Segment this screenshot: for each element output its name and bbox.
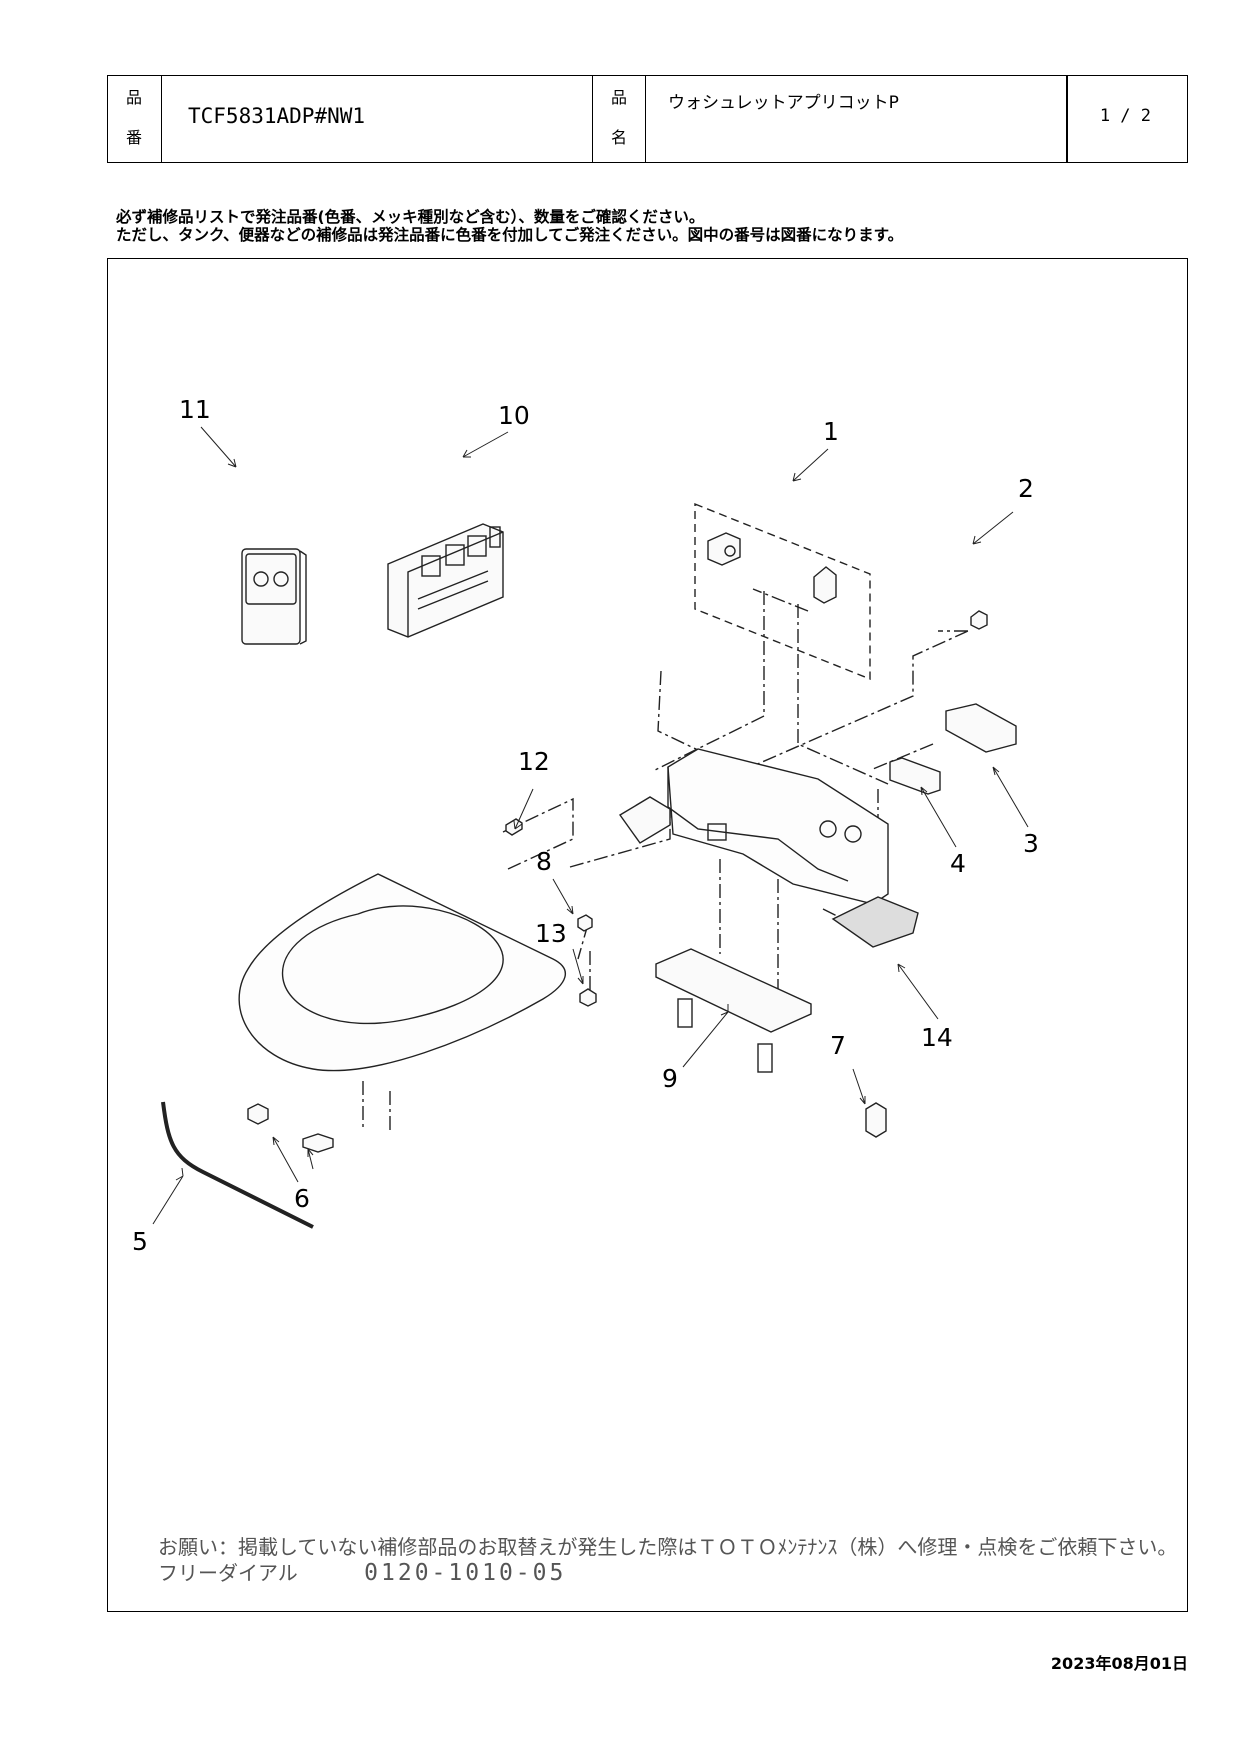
callout-11: 11 (179, 395, 211, 424)
callout-8: 8 (536, 847, 552, 876)
page-number: 1 / 2 (1099, 106, 1151, 126)
free-dial-label: フリーダイアル (158, 1561, 298, 1585)
callout-7: 7 (830, 1031, 846, 1060)
filter-4 (889, 757, 941, 795)
base-plate-9 (655, 948, 812, 1073)
free-dial: フリーダイアル 0120-1010-05 (158, 1557, 566, 1586)
callout-5: 5 (132, 1227, 148, 1256)
name-label-cell: 品 名 (592, 76, 646, 162)
parts-diagram: 1 2 3 4 5 6 7 8 9 10 11 12 13 14 お願い：掲載し… (107, 258, 1188, 1612)
callout-4: 4 (950, 849, 966, 878)
issue-date: 2023年08月01日 (1050, 1654, 1188, 1673)
control-panel-10 (387, 523, 504, 638)
name-label-top: 品 (611, 88, 628, 107)
vent-cover-3 (945, 703, 1017, 753)
part-13 (579, 988, 597, 1007)
seat-main-unit (618, 748, 889, 905)
bolt-6b (302, 1133, 334, 1153)
note-line-2: ただし、タンク、便器などの補修品は発注品番に色番を付加してご発注ください。図中の… (116, 226, 904, 244)
order-notes: 必ず補修品リストで発注品番(色番、メッキ種別など含む）、数量をご確認ください。 … (116, 208, 903, 244)
callout-12: 12 (518, 747, 550, 776)
repair-request-note: お願い：掲載していない補修部品のお取替えが発生した際はＴＯＴＯﾒﾝﾃﾅﾝｽ（株）… (158, 1535, 1178, 1559)
callout-6: 6 (294, 1184, 310, 1213)
remote-control-11 (241, 548, 307, 645)
code-label-cell: 品 番 (108, 76, 162, 162)
bolt-6a (247, 1103, 269, 1125)
callout-3: 3 (1023, 829, 1039, 858)
callout-9: 9 (662, 1064, 678, 1093)
callout-14: 14 (921, 1023, 953, 1052)
callout-1: 1 (823, 417, 839, 446)
valve-7 (865, 1102, 887, 1138)
callout-2: 2 (1018, 474, 1034, 503)
note-line-1: 必ず補修品リストで発注品番(色番、メッキ種別など含む）、数量をご確認ください。 (116, 208, 705, 226)
toilet-seat-ring (238, 873, 566, 1072)
free-dial-number: 0120-1010-05 (364, 1560, 567, 1586)
plate-14 (831, 896, 919, 948)
page-divider (1066, 76, 1068, 162)
code-label-bottom: 番 (126, 128, 143, 147)
callout-13: 13 (535, 919, 567, 948)
callout-10: 10 (498, 401, 530, 430)
code-label-top: 品 (126, 88, 143, 107)
product-name: ウォシュレットアプリコットP (668, 93, 899, 113)
header-table: 品 番 TCF5831ADP#NW1 品 名 ウォシュレットアプリコットP 1 … (107, 75, 1188, 163)
cap-1 (707, 532, 837, 604)
name-label-bottom: 名 (611, 128, 628, 147)
clip-2 (970, 610, 988, 630)
part-8 (577, 914, 593, 932)
product-code: TCF5831ADP#NW1 (188, 104, 366, 128)
exploded-view-drawing (152, 426, 1029, 1229)
water-hose-5 (161, 1101, 314, 1229)
